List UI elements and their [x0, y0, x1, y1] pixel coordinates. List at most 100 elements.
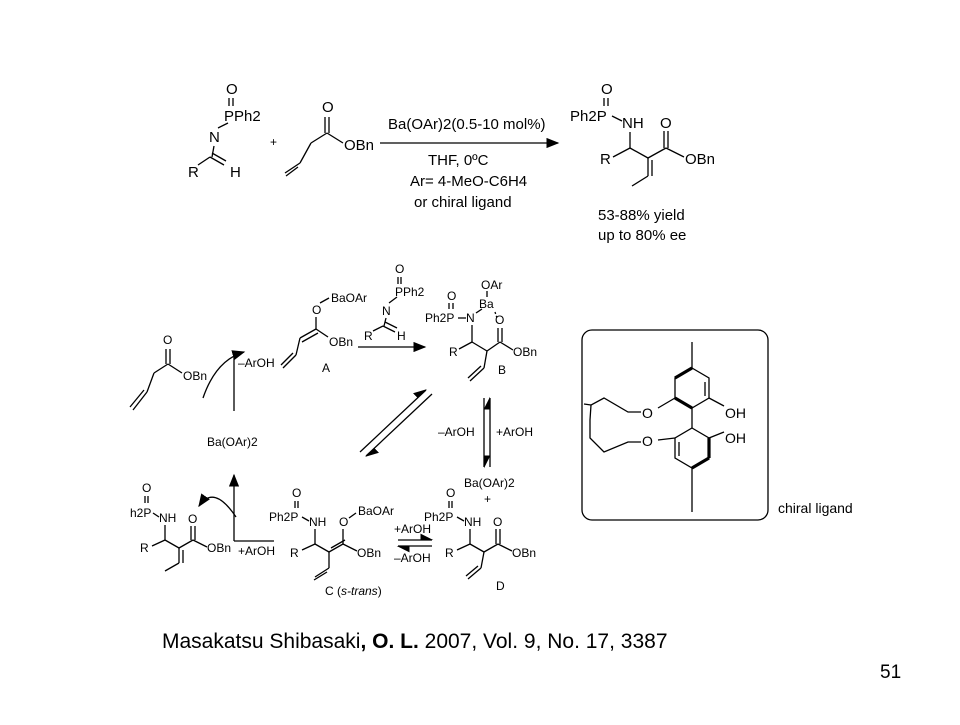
page-number: 51	[880, 662, 902, 683]
regen-catalyst: Ba(OAr)2	[464, 476, 515, 490]
C-o2: O	[339, 515, 348, 529]
imine-nitrogen: N	[209, 129, 220, 146]
BD-plus-aroh: +ArOH	[496, 425, 533, 439]
A-obn: OBn	[329, 335, 353, 349]
imine-r: R	[188, 164, 199, 181]
BD-minus-aroh: –ArOH	[438, 425, 475, 439]
B-n: N	[466, 311, 475, 325]
ligand-frame	[581, 329, 769, 521]
condition-alt-ligand: or chiral ligand	[414, 194, 512, 211]
yield-text: 53-88% yield	[598, 207, 685, 224]
B-label: B	[498, 363, 506, 377]
mech-imine-r: R	[364, 329, 373, 343]
B-o: O	[447, 289, 456, 303]
citation-author: Masakatsu Shibasaki	[162, 630, 361, 653]
D-carbonyl-o: O	[493, 515, 502, 529]
mech-imine-pph2: PPh2	[395, 285, 425, 299]
citation-sep: ,	[360, 630, 367, 653]
D-label: D	[496, 579, 505, 593]
mech-imine-o: O	[395, 262, 404, 276]
ester-oxygen: O	[322, 99, 334, 116]
imine-h: H	[230, 164, 241, 181]
C-r: R	[290, 546, 299, 560]
D-obn: OBn	[512, 546, 536, 560]
reaction-conditions: Ba(OAr)2(0.5-10 mol%) THF, 0ºC Ar= 4-MeO…	[380, 116, 560, 211]
prod-r: R	[140, 541, 149, 555]
intermediate-A: BaOAr O OBn A	[280, 291, 367, 375]
ligand-o-top: O	[642, 405, 653, 421]
condition-aryl: Ar= 4-MeO-C6H4	[410, 173, 527, 190]
diag-arrow-2	[359, 389, 427, 453]
prod-nh: NH	[159, 511, 176, 525]
mech-catalyst: Ba(OAr)2	[207, 435, 258, 449]
B-oar: OAr	[481, 278, 502, 292]
catalytic-cycle: O OBn –ArOH Ba(OAr)2 +ArOH BaOAr O OBn	[129, 262, 537, 598]
C-obn: OBn	[357, 546, 381, 560]
mech-loss-aroh: –ArOH	[238, 356, 275, 370]
B-carbonyl-o: O	[495, 313, 504, 327]
chiral-ligand: OH O OH O	[581, 329, 769, 521]
C-baoar: BaOAr	[358, 504, 394, 518]
reactant-ester: O OBn	[284, 99, 374, 177]
product-structure: O Ph2P NH R OBn O 53-88% yield up to 80%…	[570, 81, 715, 244]
regen-plus: +	[484, 492, 491, 506]
A-label: A	[322, 361, 330, 375]
mech-imine: O PPh2 N R H	[364, 262, 425, 343]
ester-obn: OBn	[344, 137, 374, 154]
D-ph2p: Ph2P	[424, 510, 453, 524]
diag-arrow-1	[365, 393, 433, 457]
curved-arrow-product	[198, 493, 237, 518]
product-oxygen: O	[601, 81, 613, 98]
C-nh: NH	[309, 515, 326, 529]
prod-o: O	[142, 481, 151, 495]
intermediate-D: O Ph2P NH R OBn O D	[424, 486, 536, 593]
product-r: R	[600, 151, 611, 168]
ligand-caption: chiral ligand	[778, 500, 853, 516]
mech-ester-obn: OBn	[183, 369, 207, 383]
imine-pph2: PPh2	[224, 108, 261, 125]
A-o: O	[312, 303, 321, 317]
citation-journal: O. L.	[372, 630, 419, 653]
C-ph2p: Ph2P	[269, 510, 298, 524]
product-ph2p: Ph2P	[570, 108, 607, 125]
mech-product: O h2P NH R OBn O	[130, 481, 231, 572]
CD-minus-aroh: –ArOH	[394, 551, 431, 565]
mech-imine-n: N	[382, 304, 391, 318]
curved-arrow-to-A	[202, 350, 246, 399]
B-obn: OBn	[513, 345, 537, 359]
D-nh: NH	[464, 515, 481, 529]
prod-ph2p: h2P	[130, 506, 151, 520]
ligand-oh-bottom: OH	[725, 430, 746, 446]
D-o: O	[446, 486, 455, 500]
condition-solvent: THF, 0ºC	[428, 152, 489, 169]
B-r: R	[449, 345, 458, 359]
citation: Masakatsu Shibasaki, O. L. 2007, Vol. 9,…	[162, 630, 668, 654]
intermediate-B: OAr Ba O Ph2P N R OBn O B	[425, 278, 537, 382]
product-nh: NH	[622, 115, 644, 132]
mech-ester-o: O	[163, 333, 172, 347]
D-r: R	[445, 546, 454, 560]
B-ba: Ba	[479, 297, 494, 311]
product-obn: OBn	[685, 151, 715, 168]
ee-text: up to 80% ee	[598, 227, 686, 244]
condition-catalyst: Ba(OAr)2(0.5-10 mol%)	[388, 116, 546, 133]
mech-add-aroh: +ArOH	[238, 544, 275, 558]
C-o: O	[292, 486, 301, 500]
top-reaction: O PPh2 N R H + O OBn Ba(	[188, 81, 715, 244]
C-label: C (s-trans)	[325, 584, 382, 598]
ligand-o-bottom: O	[642, 433, 653, 449]
ligand-oh-top: OH	[725, 405, 746, 421]
mech-start-ester: O OBn	[129, 333, 207, 411]
prod-carbonyl-o: O	[188, 512, 197, 526]
plus-sign: +	[270, 135, 277, 149]
imine-oxygen: O	[226, 81, 238, 98]
CD-plus-aroh: +ArOH	[394, 522, 431, 536]
reactant-imine: O PPh2 N R H	[188, 81, 261, 181]
prod-obn: OBn	[207, 541, 231, 555]
A-baoar: BaOAr	[331, 291, 367, 305]
product-carbonyl-o: O	[660, 115, 672, 132]
citation-details: 2007, Vol. 9, No. 17, 3387	[424, 630, 668, 653]
intermediate-C: O Ph2P NH R OBn O BaOAr C (s-trans)	[269, 486, 394, 598]
